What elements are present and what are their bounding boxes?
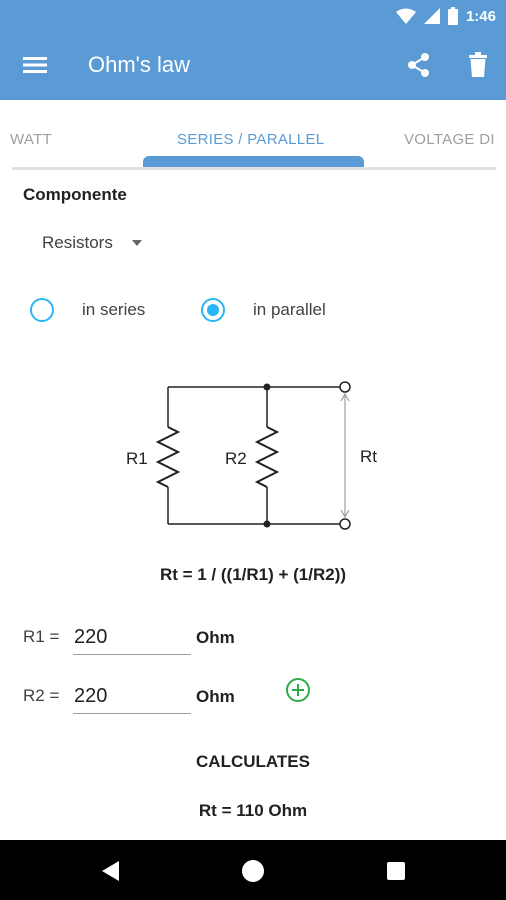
radio-circle-series[interactable] (30, 298, 54, 322)
resistor-r1-symbol (155, 426, 181, 488)
radio-circle-parallel[interactable] (201, 298, 225, 322)
nav-recents-button[interactable] (383, 858, 409, 884)
radio-in-series[interactable]: in series (30, 296, 145, 324)
component-dropdown[interactable]: Resistors (42, 230, 143, 256)
recents-square-icon (387, 862, 405, 880)
cell-signal-icon (423, 8, 440, 24)
radio-label-parallel: in parallel (253, 300, 326, 319)
radio-label-series: in series (82, 300, 146, 319)
circuit-wires (167, 386, 340, 525)
label-r2: R2 (225, 449, 247, 468)
system-nav-bar (0, 840, 506, 900)
wifi-icon (395, 8, 416, 24)
label-rt: Rt (360, 447, 377, 466)
nav-back-button[interactable] (98, 858, 124, 884)
component-section-label: Componente (23, 185, 127, 204)
home-circle-icon (242, 860, 264, 882)
back-triangle-icon (102, 861, 119, 881)
r2-label: R2 = (23, 686, 60, 705)
hamburger-menu-icon (23, 57, 47, 73)
tab-watt[interactable]: WATT (10, 131, 53, 148)
resistor-r2-symbol (254, 426, 280, 488)
add-resistor-button[interactable] (285, 677, 311, 703)
tab-bar: WATT SERIES / PARALLEL VOLTAGE DI (0, 100, 506, 170)
share-button[interactable] (404, 50, 434, 80)
r1-unit: Ohm (196, 628, 235, 647)
share-icon (408, 53, 429, 77)
terminal-top (339, 381, 351, 393)
r2-unit: Ohm (196, 687, 235, 706)
status-time: 1:46 (465, 7, 496, 25)
result-text: Rt = 110 Ohm (198, 801, 308, 820)
junction-dot-top (263, 383, 271, 391)
add-circle-icon (286, 678, 310, 702)
terminal-bottom (339, 518, 351, 530)
tab-series-parallel[interactable]: SERIES / PARALLEL (177, 131, 325, 148)
r1-input[interactable] (73, 621, 191, 655)
label-r1: R1 (126, 449, 148, 468)
tab-divider (12, 167, 496, 170)
calculate-button[interactable]: CALCULATES (196, 752, 310, 771)
junction-dot-bottom (263, 520, 271, 528)
menu-button[interactable] (20, 50, 50, 80)
component-dropdown-value: Resistors (42, 233, 113, 252)
parallel-circuit-diagram: R1 R2 Rt (126, 381, 377, 530)
radio-in-parallel[interactable]: in parallel (201, 296, 326, 324)
active-tab-indicator (143, 156, 364, 167)
app-bar: 1:46 Ohm's law (0, 0, 506, 100)
formula-text: Rt = 1 / ((1/R1) + (1/R2)) (159, 565, 347, 584)
app-title: Ohm's law (88, 52, 190, 77)
dropdown-arrow-icon (131, 240, 142, 246)
nav-home-button[interactable] (240, 858, 266, 884)
trash-icon (469, 52, 487, 77)
r2-input[interactable] (73, 680, 191, 714)
battery-icon (447, 7, 458, 25)
status-bar: 1:46 (0, 0, 506, 30)
r1-label: R1 = (23, 627, 60, 646)
tab-voltage-divider[interactable]: VOLTAGE DI (404, 131, 495, 148)
toolbar: Ohm's law (0, 30, 506, 100)
rt-measure-arrow (340, 392, 350, 519)
delete-button[interactable] (464, 50, 492, 80)
